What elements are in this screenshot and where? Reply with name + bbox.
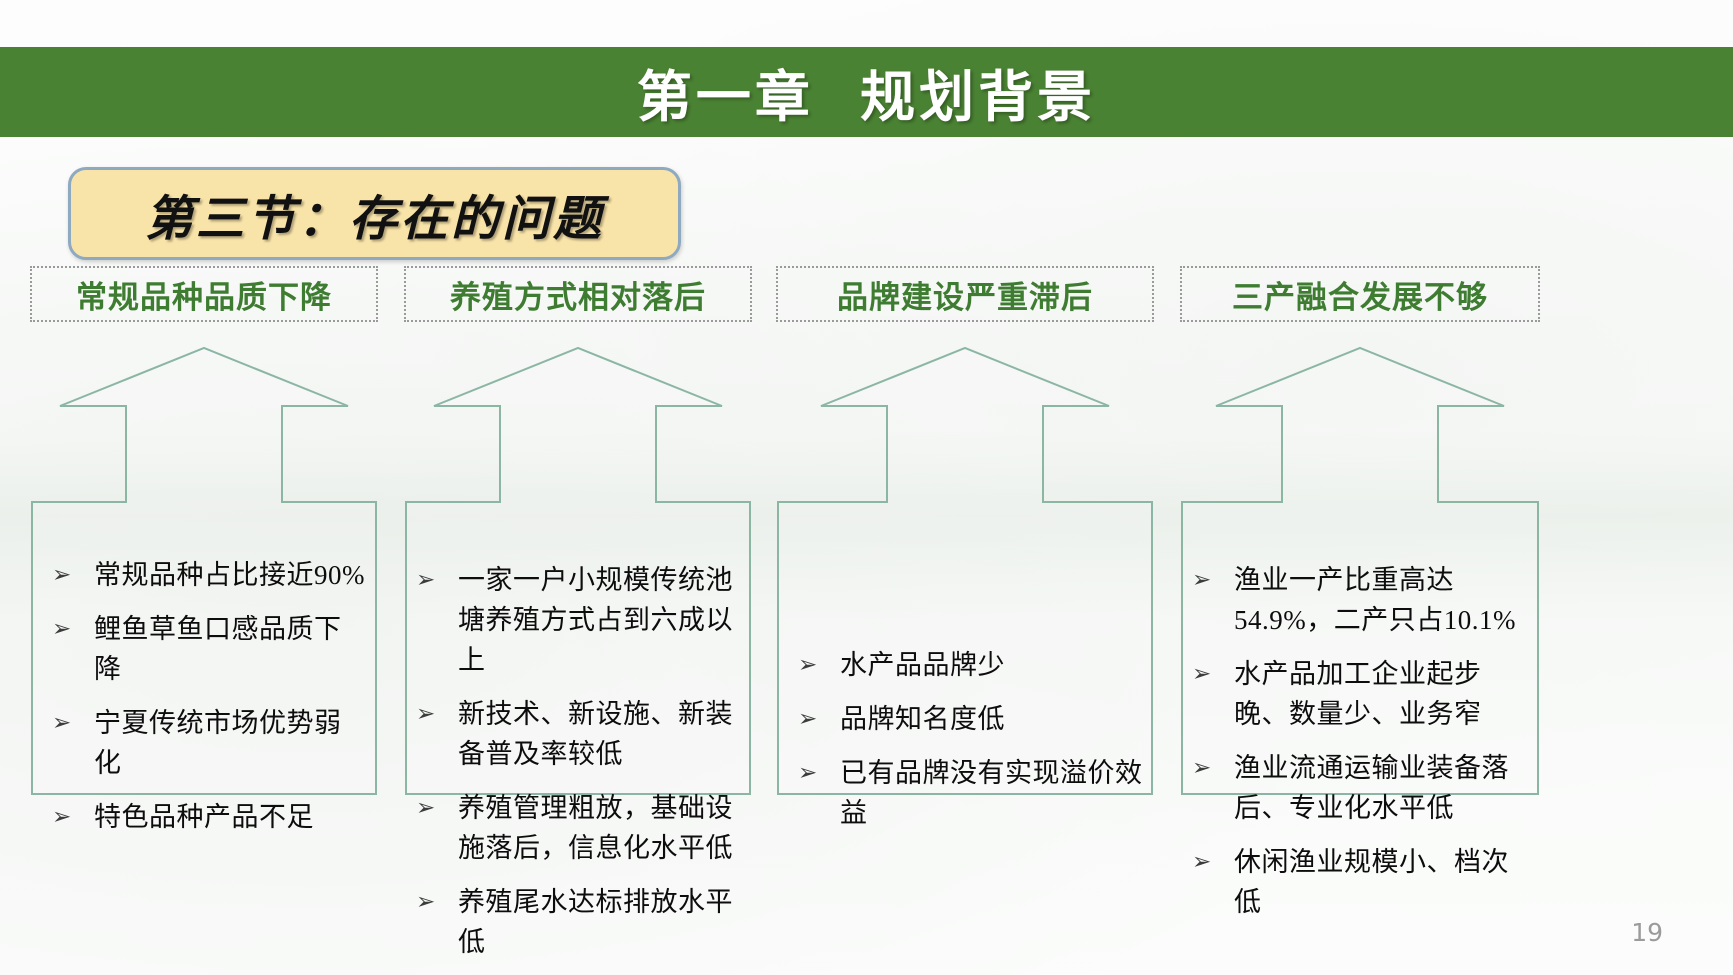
chapter-title-band: 第一章 规划背景	[0, 47, 1733, 137]
column-header-label: 常规品种品质下降	[76, 279, 332, 316]
list-item: ➢ 宁夏传统市场优势弱化	[48, 703, 368, 783]
arrow-panel-shape-3	[776, 346, 1154, 796]
arrow-panel-shape-2	[404, 346, 752, 796]
column-header-label: 品牌建设严重滞后	[837, 279, 1093, 316]
bullet-arrow-icon: ➢	[416, 795, 436, 821]
list-item-text: 品牌知名度低	[840, 704, 1005, 734]
list-item: ➢ 水产品品牌少	[794, 645, 1150, 685]
arrow-up-icon	[31, 346, 377, 795]
bullet-arrow-icon: ➢	[1192, 661, 1212, 687]
bullet-arrow-icon: ➢	[798, 652, 818, 678]
list-item-text: 一家一户小规模传统池塘养殖方式占到六成以上	[458, 565, 733, 675]
column-header-2: 养殖方式相对落后	[404, 266, 752, 322]
list-item: ➢ 新技术、新设施、新装备普及率较低	[412, 694, 750, 774]
arrow-up-icon	[1181, 346, 1539, 795]
bullet-arrow-icon: ➢	[798, 760, 818, 786]
bullet-arrow-icon: ➢	[798, 706, 818, 732]
list-item-text: 渔业流通运输业装备落后、专业化水平低	[1234, 753, 1509, 823]
arrow-up-icon	[405, 346, 751, 795]
bullet-arrow-icon: ➢	[416, 701, 436, 727]
list-item: ➢ 休闲渔业规模小、档次低	[1188, 842, 1536, 922]
list-item-text: 鲤鱼草鱼口感品质下降	[94, 614, 342, 684]
column-bullets-2: ➢ 一家一户小规模传统池塘养殖方式占到六成以上 ➢ 新技术、新设施、新装备普及率…	[412, 560, 750, 975]
list-item-text: 新技术、新设施、新装备普及率较低	[458, 699, 733, 769]
column-header-1: 常规品种品质下降	[30, 266, 378, 322]
list-item-text: 水产品加工企业起步晚、数量少、业务窄	[1234, 659, 1482, 729]
bullet-arrow-icon: ➢	[416, 567, 436, 593]
section-badge-label: 第三节：存在的问题	[144, 192, 604, 246]
list-item-text: 休闲渔业规模小、档次低	[1234, 847, 1509, 917]
list-item-text: 养殖管理粗放，基础设施落后，信息化水平低	[458, 793, 733, 863]
column-header-3: 品牌建设严重滞后	[776, 266, 1154, 322]
bullet-arrow-icon: ➢	[1192, 849, 1212, 875]
bullet-arrow-icon: ➢	[52, 710, 72, 736]
list-item: ➢ 特色品种产品不足	[48, 797, 368, 837]
list-item: ➢ 已有品牌没有实现溢价效益	[794, 753, 1150, 833]
column-header-label: 养殖方式相对落后	[450, 279, 706, 316]
column-bullets-1: ➢ 常规品种占比接近90% ➢ 鲤鱼草鱼口感品质下降 ➢ 宁夏传统市场优势弱化 …	[48, 555, 368, 851]
list-item-text: 渔业一产比重高达54.9%，二产只占10.1%	[1234, 565, 1516, 635]
list-item: ➢ 品牌知名度低	[794, 699, 1150, 739]
list-item: ➢ 一家一户小规模传统池塘养殖方式占到六成以上	[412, 560, 750, 680]
list-item: ➢ 渔业流通运输业装备落后、专业化水平低	[1188, 748, 1536, 828]
page-title: 第一章 规划背景	[636, 65, 1097, 129]
list-item: ➢ 养殖管理粗放，基础设施落后，信息化水平低	[412, 788, 750, 868]
arrow-up-icon	[777, 346, 1153, 795]
bullet-arrow-icon: ➢	[416, 889, 436, 915]
list-item-text: 已有品牌没有实现溢价效益	[840, 758, 1143, 828]
column-header-label: 三产融合发展不够	[1232, 279, 1488, 316]
list-item: ➢ 常规品种占比接近90%	[48, 555, 368, 595]
bullet-arrow-icon: ➢	[52, 616, 72, 642]
column-bullets-3: ➢ 水产品品牌少 ➢ 品牌知名度低 ➢ 已有品牌没有实现溢价效益	[794, 645, 1150, 847]
section-badge: 第三节：存在的问题	[68, 167, 681, 260]
list-item-text: 常规品种占比接近90%	[94, 560, 365, 590]
list-item-text: 特色品种产品不足	[94, 802, 314, 832]
column-bullets-4: ➢ 渔业一产比重高达54.9%，二产只占10.1% ➢ 水产品加工企业起步晚、数…	[1188, 560, 1536, 936]
list-item: ➢ 渔业一产比重高达54.9%，二产只占10.1%	[1188, 560, 1536, 640]
bullet-arrow-icon: ➢	[1192, 567, 1212, 593]
list-item-text: 宁夏传统市场优势弱化	[94, 708, 342, 778]
bullet-arrow-icon: ➢	[52, 562, 72, 588]
column-header-4: 三产融合发展不够	[1180, 266, 1540, 322]
list-item: ➢ 养殖尾水达标排放水平低	[412, 882, 750, 962]
arrow-panel-shape-1	[30, 346, 378, 796]
list-item-text: 养殖尾水达标排放水平低	[458, 887, 733, 957]
list-item-text: 水产品品牌少	[840, 650, 1005, 680]
arrow-panel-shape-4	[1180, 346, 1540, 796]
list-item: ➢ 水产品加工企业起步晚、数量少、业务窄	[1188, 654, 1536, 734]
list-item: ➢ 鲤鱼草鱼口感品质下降	[48, 609, 368, 689]
bullet-arrow-icon: ➢	[1192, 755, 1212, 781]
page-number: 19	[1631, 918, 1663, 947]
bullet-arrow-icon: ➢	[52, 804, 72, 830]
